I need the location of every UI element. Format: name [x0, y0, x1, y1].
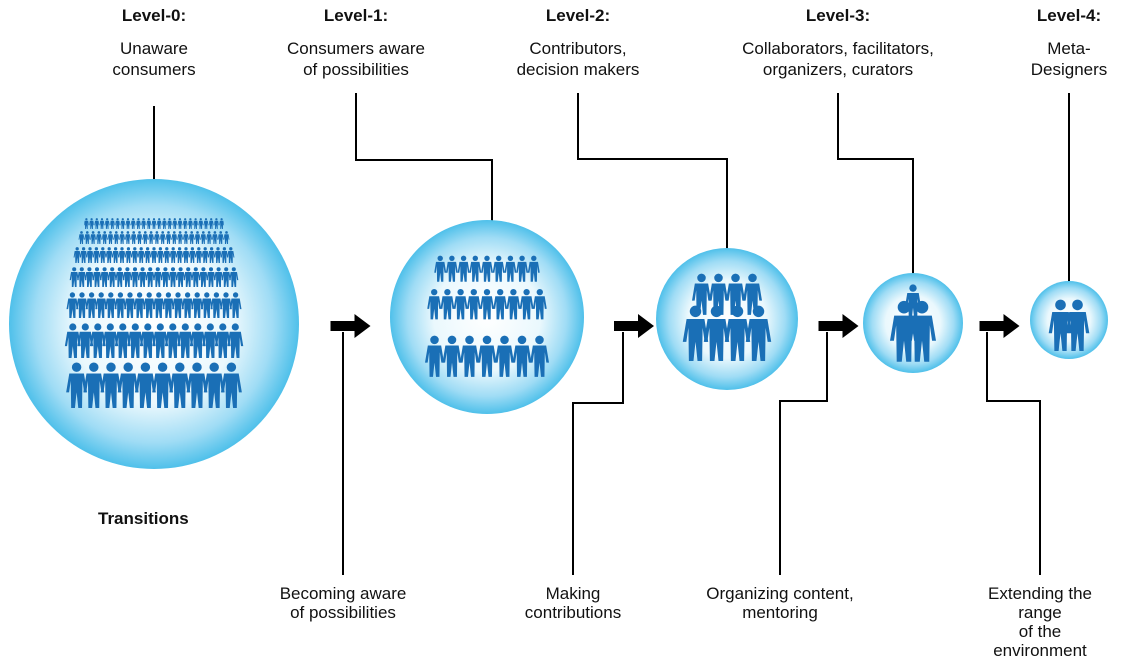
arrow-right-icon — [818, 314, 859, 338]
connector-transition-4 — [986, 332, 1041, 575]
level-2-title: Level-2: — [545, 6, 611, 25]
transition-4-label: Extending the range of the environment — [988, 584, 1092, 660]
arrow-right-icon — [979, 314, 1020, 338]
level-4-title: Level-4: — [1036, 6, 1102, 25]
sphere-level-2 — [656, 248, 798, 390]
connector-transition-3 — [779, 332, 828, 575]
level-2-description: Contributors, decision makers — [516, 39, 640, 79]
transitions-heading: Transitions — [98, 509, 189, 528]
level-3-description: Collaborators, facilitators, organizers,… — [742, 39, 934, 79]
arrow-right-icon — [614, 314, 654, 338]
connector-level-1 — [355, 93, 493, 226]
level-0-title: Level-0: — [121, 6, 187, 25]
connector-level-3 — [837, 93, 914, 274]
transition-3-label: Organizing content, mentoring — [706, 584, 854, 622]
transition-1-label: Becoming aware of possibilities — [279, 584, 407, 622]
transition-2-label: Making contributions — [524, 584, 622, 622]
level-3-title: Level-3: — [805, 6, 871, 25]
level-0-description: Unaware consumers — [112, 39, 196, 79]
level-1-title: Level-1: — [323, 6, 389, 25]
sphere-level-1 — [390, 220, 584, 414]
level-1-description: Consumers aware of possibilities — [287, 39, 425, 79]
connector-lines — [153, 93, 1070, 575]
connector-transition-2 — [572, 332, 624, 575]
level-diagram — [9, 93, 1108, 575]
connector-level-2 — [577, 93, 728, 256]
arrow-right-icon — [330, 314, 371, 338]
level-4-description: Meta- Designers — [1030, 39, 1108, 79]
